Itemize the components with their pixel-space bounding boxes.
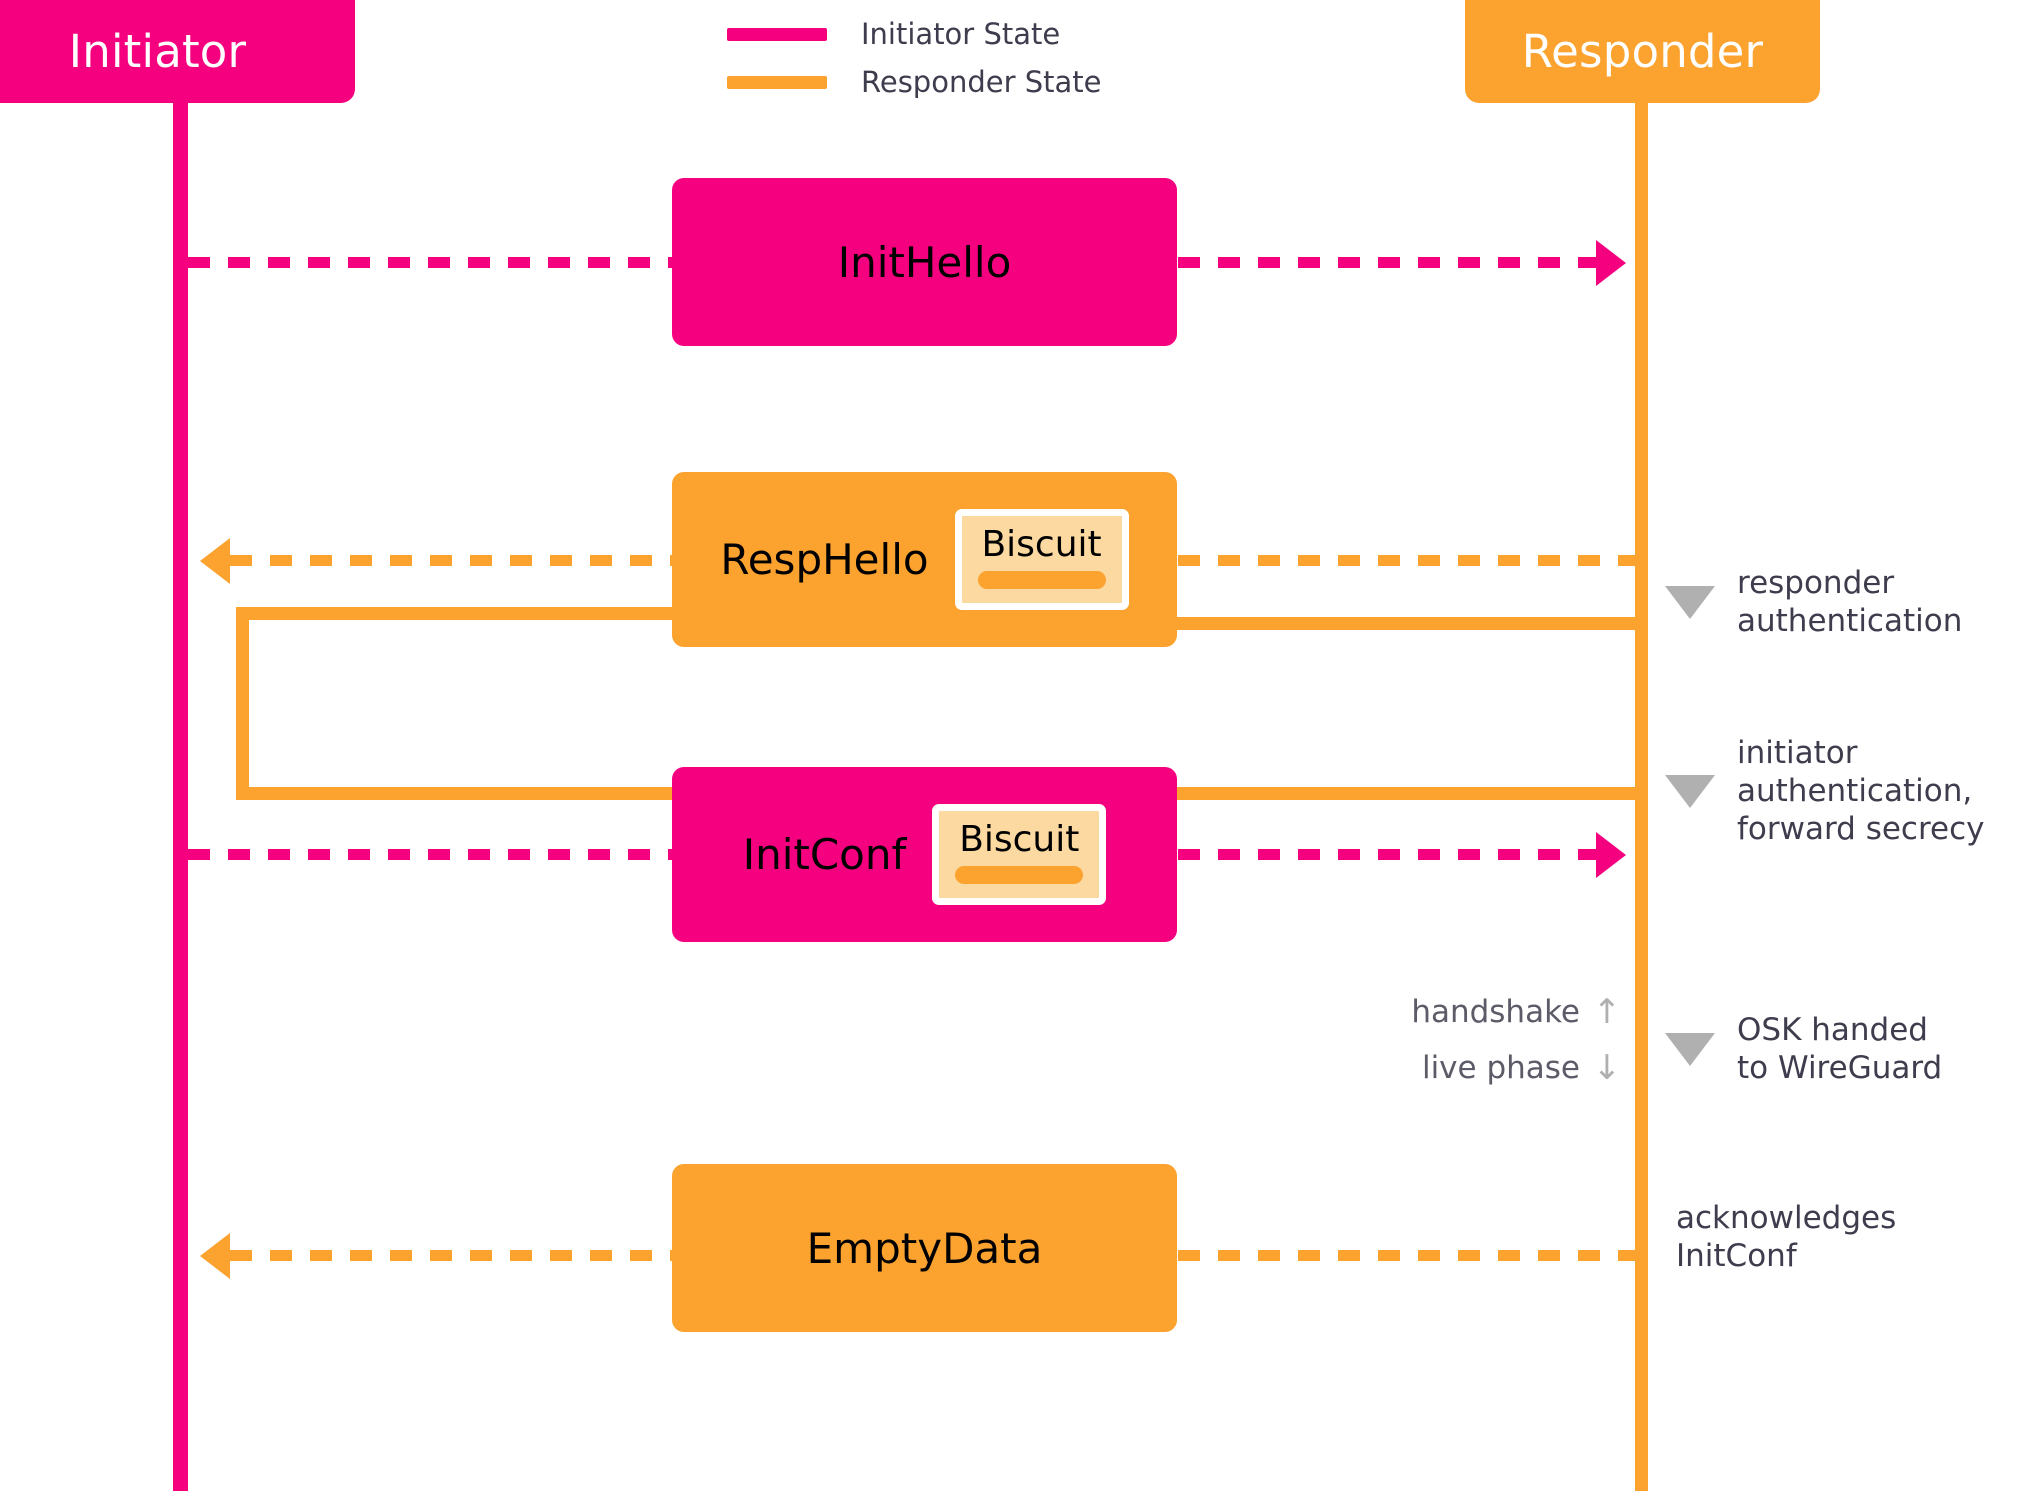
triangle-down-icon	[1665, 775, 1715, 809]
annotation-responder-authentication: responder authentication	[1665, 565, 1962, 641]
arrow-up-icon: ↑	[1592, 992, 1622, 1032]
arrow-init-conf-left	[188, 849, 672, 860]
phase-live: live phase ↓	[1370, 1040, 1622, 1096]
phase-handshake-label: handshake	[1411, 994, 1580, 1030]
lifeline-initiator	[173, 100, 188, 1491]
arrow-resp-hello-right	[1178, 555, 1638, 566]
biscuit-bar-icon	[955, 866, 1084, 885]
legend-swatch-responder	[727, 75, 827, 89]
biscuit-label: Biscuit	[981, 523, 1102, 565]
arrow-down-icon: ↓	[1592, 1048, 1622, 1088]
phase-live-label: live phase	[1421, 1050, 1580, 1086]
legend-swatch-initiator	[727, 27, 827, 41]
legend-label-responder: Responder State	[861, 65, 1102, 99]
arrowhead-init-hello	[1596, 240, 1626, 286]
annotation-osk-handed: OSK handed to WireGuard	[1665, 1012, 1942, 1088]
phase-labels: handshake ↑ live phase ↓	[1370, 984, 1622, 1096]
annotation-acknowledges-init-conf: acknowledges InitConf	[1676, 1200, 1896, 1276]
arrow-init-hello-right	[1178, 257, 1596, 268]
annotation-text: initiator authentication, forward secrec…	[1737, 735, 1985, 847]
arrow-resp-hello-left	[230, 555, 672, 566]
actor-initiator: Initiator	[0, 0, 355, 103]
message-box-init-conf[interactable]: InitConf Biscuit	[672, 767, 1177, 942]
arrowhead-empty-data	[200, 1233, 230, 1279]
message-box-empty-data[interactable]: EmptyData	[672, 1164, 1177, 1332]
legend: Initiator State Responder State	[727, 10, 1147, 106]
state-route-carry-vertical	[236, 607, 249, 800]
message-box-resp-hello[interactable]: RespHello Biscuit	[672, 472, 1177, 647]
message-label-init-hello: InitHello	[837, 237, 1012, 287]
arrow-init-conf-right	[1178, 849, 1596, 860]
triangle-down-icon	[1665, 586, 1715, 620]
triangle-down-icon	[1665, 1033, 1715, 1067]
biscuit-bar-icon	[977, 571, 1106, 590]
legend-item-responder-state: Responder State	[727, 58, 1147, 106]
state-route-carry-into-init-conf	[236, 787, 676, 800]
annotation-text: OSK handed to WireGuard	[1737, 1012, 1943, 1086]
phase-handshake: handshake ↑	[1370, 984, 1622, 1040]
annotation-text: acknowledges InitConf	[1676, 1200, 1897, 1274]
message-box-init-hello[interactable]: InitHello	[672, 178, 1177, 346]
state-route-init-conf-to-responder	[1177, 787, 1642, 800]
state-route-resp-hello-to-responder	[1177, 617, 1642, 630]
legend-label-initiator: Initiator State	[861, 17, 1061, 51]
arrow-empty-data-right	[1178, 1250, 1638, 1261]
message-label-resp-hello: RespHello	[720, 535, 929, 584]
state-route-resp-hello-exit	[236, 607, 676, 620]
message-label-init-conf: InitConf	[742, 830, 907, 879]
actor-responder-label: Responder	[1521, 25, 1764, 78]
arrow-empty-data-left	[230, 1250, 672, 1261]
biscuit-badge-init-conf[interactable]: Biscuit	[932, 803, 1107, 906]
legend-item-initiator-state: Initiator State	[727, 10, 1147, 58]
annotation-text: responder authentication	[1737, 565, 1963, 639]
arrow-init-hello-left	[188, 257, 672, 268]
arrowhead-init-conf	[1596, 832, 1626, 878]
actor-responder: Responder	[1465, 0, 1820, 103]
arrowhead-resp-hello	[200, 538, 230, 584]
biscuit-label: Biscuit	[959, 818, 1080, 860]
biscuit-badge-resp-hello[interactable]: Biscuit	[954, 508, 1129, 611]
annotation-initiator-authentication: initiator authentication, forward secrec…	[1665, 735, 1985, 848]
actor-initiator-label: Initiator	[68, 25, 247, 78]
message-label-empty-data: EmptyData	[806, 1223, 1043, 1273]
